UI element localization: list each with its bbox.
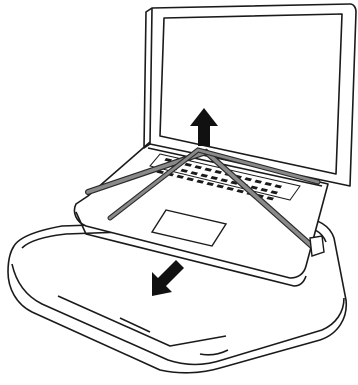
- strap-clip: [310, 236, 324, 256]
